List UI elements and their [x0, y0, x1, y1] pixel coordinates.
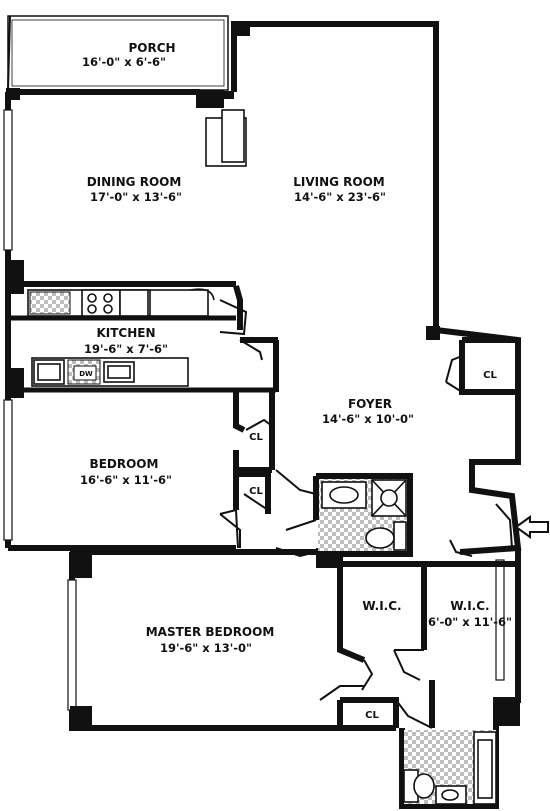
room-label-porch: PORCH 16'-0" x 6'-6" [82, 41, 176, 69]
closet-label-foyer: CL [483, 370, 497, 381]
master-closet [319, 680, 435, 731]
room-label-bedroom: BEDROOM 16'-6" x 11'-6" [80, 457, 172, 487]
bedroom-walls [219, 392, 317, 549]
room-dim-bedroom: 16'-6" x 11'-6" [80, 473, 172, 487]
room-dim-living: 14'-6" x 23'-6" [294, 190, 386, 204]
kitchen-walls [8, 281, 279, 393]
entry-door [495, 503, 513, 549]
room-label-dining: DINING ROOM 17'-0" x 13'-6" [87, 175, 182, 204]
entry-arrow-icon [514, 515, 549, 539]
exterior-walls [5, 21, 522, 809]
room-label-master: MASTER BEDROOM 19'-6" x 13'-0" [146, 625, 275, 655]
kitchen-counter-top [27, 288, 215, 317]
room-name-living: LIVING ROOM [293, 175, 385, 189]
closet-label-master: CL [365, 710, 379, 721]
room-dim-dining: 17'-0" x 13'-6" [90, 190, 182, 204]
porch-area [7, 15, 229, 91]
room-name-kitchen: KITCHEN [96, 326, 155, 340]
room-label-wic1: W.I.C. [362, 599, 401, 613]
room-name-wic1: W.I.C. [362, 599, 401, 613]
master-bath [403, 730, 497, 805]
room-name-dining: DINING ROOM [87, 175, 182, 189]
left-windows [3, 109, 505, 711]
room-dim-wic2: 6'-0" x 11'-6" [428, 615, 512, 629]
dishwasher-label: DW [79, 370, 93, 378]
room-dim-foyer: 14'-6" x 10'-0" [322, 412, 414, 426]
room-name-wic2: W.I.C. [450, 599, 489, 613]
room-name-porch: PORCH [128, 41, 175, 55]
fireplace [205, 109, 247, 167]
wall-columns [6, 22, 520, 730]
foyer-closet [445, 337, 518, 395]
room-dim-master: 19'-6" x 13'-0" [160, 641, 252, 655]
room-label-foyer: FOYER 14'-6" x 10'-0" [322, 397, 414, 426]
closet-label-bedroom-1: CL [249, 432, 263, 443]
kitchen-counter-bottom [31, 357, 189, 387]
room-label-living: LIVING ROOM 14'-6" x 23'-6" [293, 175, 386, 204]
room-label-kitchen: KITCHEN 19'-6" x 7'-6" [84, 326, 168, 356]
wic-walls [337, 539, 518, 691]
room-label-wic2: W.I.C. 6'-0" x 11'-6" [428, 599, 512, 629]
room-dim-porch: 16'-0" x 6'-6" [82, 55, 166, 69]
room-dim-kitchen: 19'-6" x 7'-6" [84, 342, 168, 356]
room-name-master: MASTER BEDROOM [146, 625, 275, 639]
room-name-bedroom: BEDROOM [90, 457, 159, 471]
closet-label-bedroom-2: CL [249, 486, 263, 497]
bath-foyer [275, 473, 413, 558]
room-name-foyer: FOYER [348, 397, 392, 411]
